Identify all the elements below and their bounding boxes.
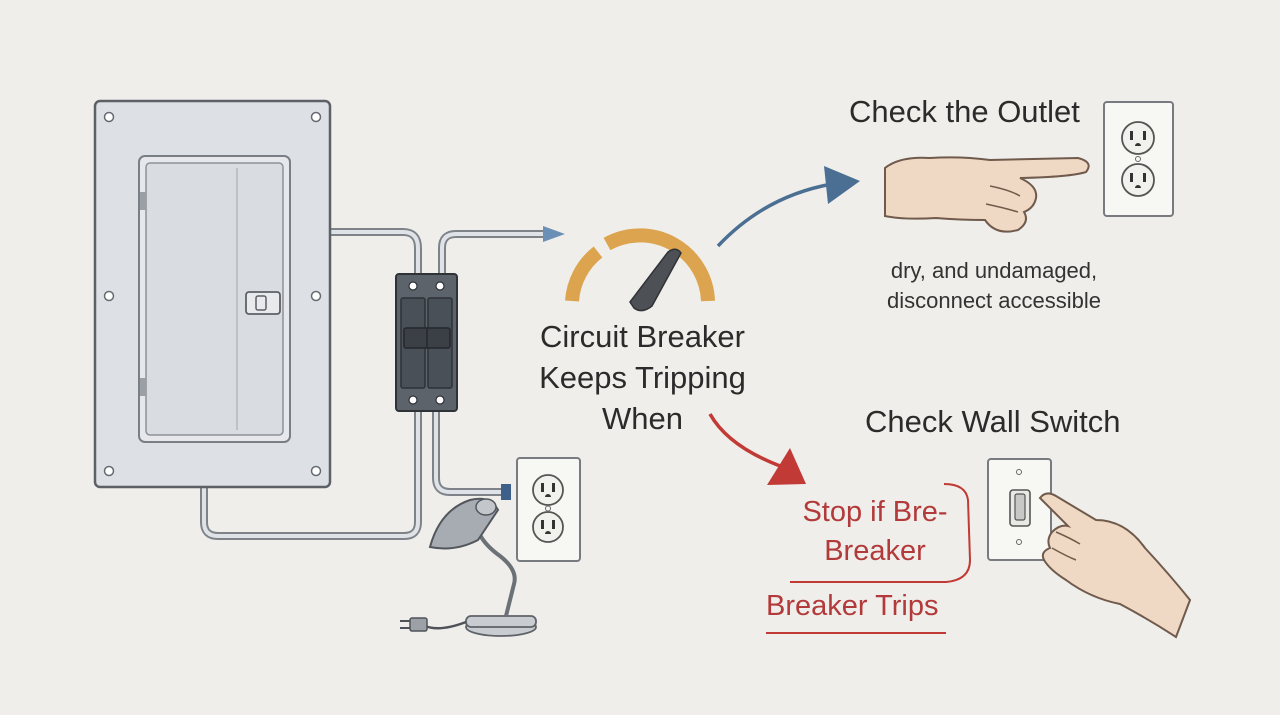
stop-warning: Stop if Bre- Breaker <box>786 493 964 571</box>
breaker-trips-label: Breaker Trips <box>766 590 939 622</box>
wire-arrow-icon <box>543 226 565 242</box>
pressing-hand-icon <box>1038 492 1192 639</box>
double-breaker-icon <box>395 273 458 412</box>
breaker-panel-icon <box>93 99 332 489</box>
outlet-title: Check the Outlet <box>849 94 1080 129</box>
center-title-line: When <box>602 401 683 436</box>
outlet-note-line: dry, and undamaged, <box>890 258 1098 283</box>
red-arrowhead-icon <box>767 448 806 485</box>
pointing-hand-icon <box>884 156 1090 233</box>
blue-arrow-icon <box>716 182 833 248</box>
switch-title: Check Wall Switch <box>865 404 1121 439</box>
center-title: Circuit Breaker Keeps Tripping When <box>520 316 765 439</box>
gauge-icon <box>565 228 715 312</box>
wires <box>200 228 549 540</box>
blue-arrowhead-icon <box>824 166 860 204</box>
red-arrow-icon <box>708 413 781 468</box>
center-title-line: Circuit Breaker <box>540 319 745 354</box>
outlet-icon <box>501 457 581 562</box>
outlet-icon <box>1103 101 1174 217</box>
stop-warning-line: Breaker <box>824 535 926 567</box>
outlet-note: dry, and undamaged, disconnect accessibl… <box>860 256 1128 316</box>
plug-icon <box>400 617 467 632</box>
outlet-note-line: disconnect accessible <box>886 288 1101 313</box>
center-title-line: Keeps Tripping <box>539 360 746 395</box>
red-bracket-icon <box>790 483 972 583</box>
wall-switch-icon <box>987 458 1052 561</box>
desk-lamp-icon <box>428 497 537 637</box>
stop-warning-line: Stop if Bre- <box>802 496 948 528</box>
